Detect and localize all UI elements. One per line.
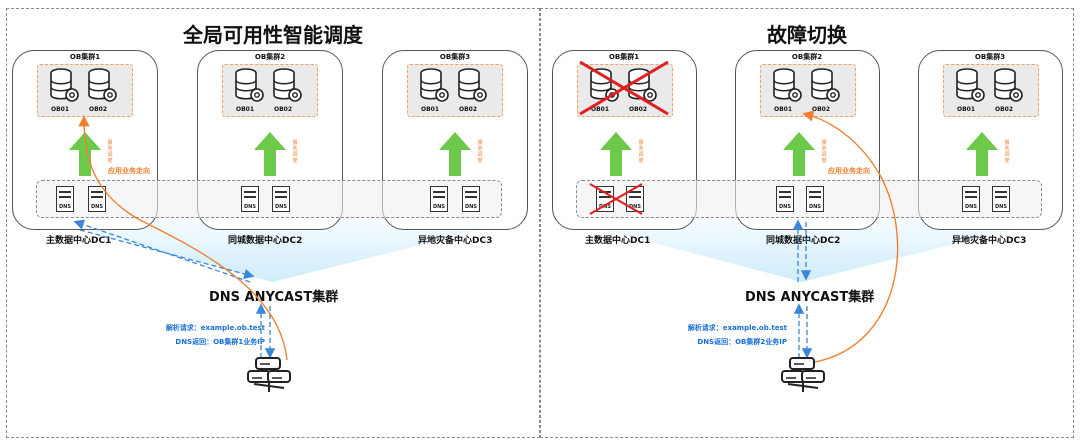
ob-node-label: OB02 [994, 106, 1014, 113]
dc-label-dc3: 异地灾备中心DC3 [418, 236, 493, 246]
cluster-title: OB集群2 [791, 53, 823, 61]
dns-server-label: DNS [965, 204, 977, 210]
schedule-up-arrow-icon [254, 132, 286, 176]
dns-request-label: 解析请求：example.ob.test [165, 324, 265, 332]
dc-label-dc2: 同城数据中心DC2 [766, 236, 841, 246]
database-icon [772, 68, 802, 104]
cluster-title: OB集群1 [69, 53, 101, 61]
dns-server-icon: DNS [88, 186, 106, 212]
ob-node-label: OB01 [235, 106, 255, 113]
database-icon [272, 68, 302, 104]
sched-label: 服务调度 [477, 140, 483, 164]
ob-node-label: OB02 [273, 106, 293, 113]
ob-node-label: OB02 [628, 106, 648, 113]
panel-title: 全局可用性智能调度 [183, 23, 363, 47]
dns-server-label: DNS [629, 204, 641, 210]
dns-server-label: DNS [779, 204, 791, 210]
database-icon [419, 68, 449, 104]
dns-server-icon: DNS [962, 186, 980, 212]
client-servers-icon [781, 357, 825, 392]
biz-flow-arrow [802, 110, 899, 363]
sched-label: 服务调度 [638, 140, 644, 164]
dns-response-label: DNS返回：OB集群2业务IP [697, 338, 787, 346]
dns-server-icon: DNS [56, 186, 74, 212]
biz-flow-arrow [78, 115, 288, 361]
sched-label: 服务调度 [292, 140, 298, 164]
cluster-title: OB集群2 [254, 53, 286, 61]
panel-failover: 故障切换 [540, 8, 1074, 438]
dns-server-icon: DNS [776, 186, 794, 212]
anycast-cluster-label: DNS ANYCAST集群 [745, 290, 875, 305]
ob-node-label: OB01 [590, 106, 610, 113]
panel-global-scheduling: 全局可用性智能调度 [6, 8, 540, 438]
dns-reply-arrow [79, 229, 255, 280]
dns-server-icon: DNS [241, 186, 259, 212]
dns-server-label: DNS [244, 204, 256, 210]
dns-server-label: DNS [599, 204, 611, 210]
dns-server-label: DNS [809, 204, 821, 210]
failure-mark-icon [589, 183, 643, 215]
database-icon [457, 68, 487, 104]
cluster-title: OB集群3 [439, 53, 471, 61]
ob-node-label: OB01 [956, 106, 976, 113]
dc-label-dc3: 异地灾备中心DC3 [952, 236, 1027, 246]
beam-right [560, 218, 1060, 282]
dc-label-dc2: 同城数据中心DC2 [228, 236, 303, 246]
dns-server-label: DNS [91, 204, 103, 210]
dc-label-dc1: 主数据中心DC1 [585, 236, 651, 246]
cluster-title: OB集群3 [974, 53, 1006, 61]
biz-flow-label: 应用业务走向 [828, 167, 870, 175]
schedule-up-arrow-icon [783, 132, 815, 176]
dns-server-icon: DNS [272, 186, 290, 212]
dns-server-icon: DNS [626, 186, 644, 212]
dns-request-label: 解析请求：example.ob.test [687, 324, 787, 332]
database-icon [955, 68, 985, 104]
dns-server-icon: DNS [992, 186, 1010, 212]
dns-server-icon: DNS [596, 186, 614, 212]
database-icon [234, 68, 264, 104]
client-servers-icon [247, 357, 291, 392]
dns-server-label: DNS [465, 204, 477, 210]
dns-response-label: DNS返回：OB集群1业务IP [175, 338, 265, 346]
biz-flow-label: 应用业务走向 [108, 167, 150, 175]
dns-strip [36, 180, 502, 218]
dns-server-label: DNS [275, 204, 287, 210]
database-icon [49, 68, 79, 104]
panel-title: 故障切换 [767, 23, 847, 47]
sched-label: 服务调度 [1004, 140, 1010, 164]
sched-label: 服务调度 [107, 140, 113, 164]
database-icon [87, 68, 117, 104]
database-icon [810, 68, 840, 104]
ob-node-label: OB01 [50, 106, 70, 113]
ob-node-label: OB02 [811, 106, 831, 113]
dc-label-dc1: 主数据中心DC1 [46, 236, 112, 246]
dns-server-label: DNS [433, 204, 445, 210]
beam-left [40, 218, 530, 282]
dns-server-icon: DNS [462, 186, 480, 212]
cluster-title: OB集群1 [608, 53, 640, 61]
schedule-up-arrow-icon [69, 132, 101, 176]
anycast-cluster-label: DNS ANYCAST集群 [209, 290, 339, 305]
schedule-up-arrow-icon [600, 132, 632, 176]
dns-query-arrow [73, 219, 251, 283]
dns-server-label: DNS [995, 204, 1007, 210]
schedule-up-arrow-icon [966, 132, 998, 176]
dns-server-label: DNS [59, 204, 71, 210]
ob-node-label: OB02 [88, 106, 108, 113]
database-icon [993, 68, 1023, 104]
ob-node-label: OB01 [420, 106, 440, 113]
dns-server-icon: DNS [430, 186, 448, 212]
ob-node-label: OB02 [458, 106, 478, 113]
failure-mark-icon [579, 60, 669, 116]
sched-label: 服务调度 [821, 140, 827, 164]
ob-node-label: OB01 [773, 106, 793, 113]
dns-server-icon: DNS [806, 186, 824, 212]
schedule-up-arrow-icon [439, 132, 471, 176]
